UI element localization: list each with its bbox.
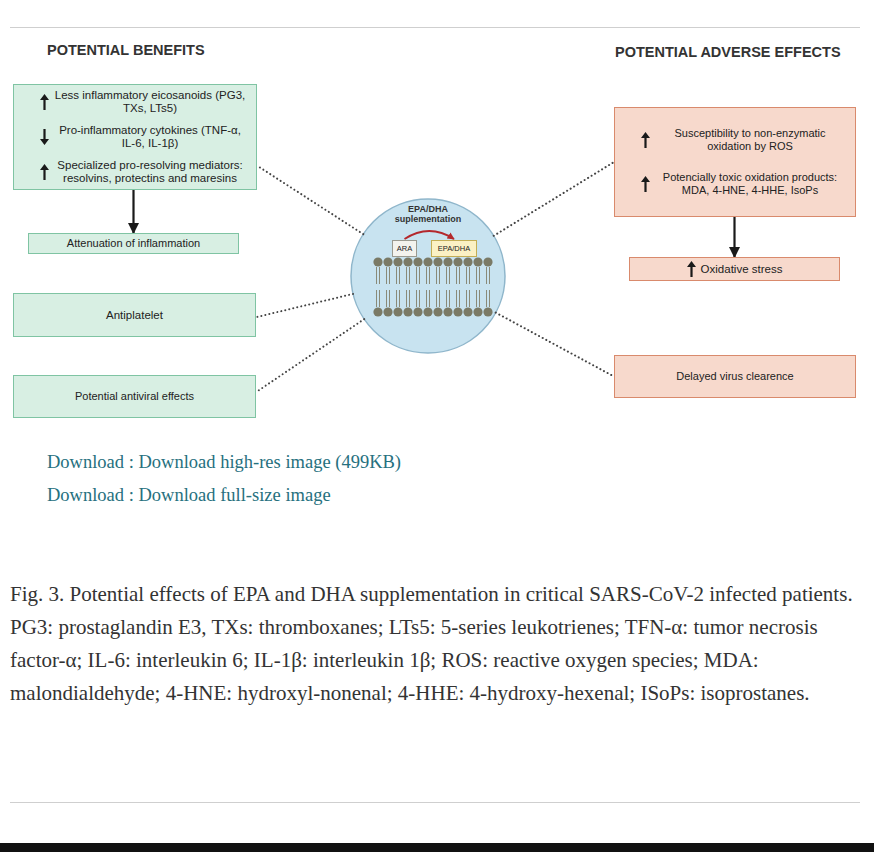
box-text: Susceptibility to non-enzymatic oxidatio… xyxy=(655,127,845,153)
increase-arrow xyxy=(641,176,650,192)
box-text: Oxidative stress xyxy=(701,263,783,276)
text-block: Antiplatelet xyxy=(106,309,163,322)
box-text: Less inflammatory eicosanoids (PG3, TXs,… xyxy=(54,89,246,115)
box-text: Potencially toxic oxidation products: MD… xyxy=(655,171,845,197)
box-text: Specialized pro-resolving mediators: res… xyxy=(54,159,246,185)
text-block: Susceptibility to non-enzymatic oxidatio… xyxy=(621,127,849,153)
flow-arrow xyxy=(733,217,735,257)
text-block: ARA xyxy=(397,244,412,253)
tag-text: EPA/DHA xyxy=(438,244,470,253)
dotted-link xyxy=(256,294,353,317)
box-text: Potential antiviral effects xyxy=(75,390,194,403)
dotted-link xyxy=(257,166,363,235)
fatty-acid-tag: ARA xyxy=(392,240,417,257)
supplementation-circle xyxy=(351,199,505,353)
increase-arrow xyxy=(40,94,49,110)
download-link: Download : Download full-size image xyxy=(47,485,647,506)
box-text: Pro-inflammatory cytokines (TNF-α, IL-6,… xyxy=(54,124,246,150)
text-block: Potential antiviral effects xyxy=(75,390,194,403)
arrow-shape xyxy=(641,132,650,148)
benefit-box: Less inflammatory eicosanoids (PG3, TXs,… xyxy=(13,84,257,190)
flow-arrow xyxy=(132,190,134,233)
benefit-box: Antiplatelet xyxy=(13,293,256,337)
arrow-shape xyxy=(40,164,49,180)
text-block: Less inflammatory eicosanoids (PG3, TXs,… xyxy=(20,89,250,115)
footer-band xyxy=(0,843,874,852)
dotted-link xyxy=(494,162,614,236)
circle-title: EPA/DHA suplementation xyxy=(378,204,478,224)
adverse-box: Delayed virus clearence xyxy=(614,355,856,398)
text-block: EPA/DHA xyxy=(438,244,470,253)
box-text: Attenuation of inflammation xyxy=(67,237,200,250)
box-text: Delayed virus clearence xyxy=(676,370,793,383)
box-text: Antiplatelet xyxy=(106,309,163,322)
top-rule xyxy=(10,27,860,28)
download-link: Download : Download high-res image (499K… xyxy=(47,452,647,473)
lipid-tails xyxy=(373,267,493,307)
section-heading: POTENTIAL ADVERSE EFFECTS xyxy=(615,44,870,60)
lipid-heads-bottom xyxy=(373,306,493,318)
decrease-arrow xyxy=(40,129,49,145)
outcome-box: Attenuation of inflammation xyxy=(28,233,239,254)
conversion-arrow xyxy=(405,231,455,239)
arrow-shape xyxy=(40,94,49,110)
increase-arrow xyxy=(687,261,696,277)
bottom-rule xyxy=(10,802,860,803)
benefit-box: Potential antiviral effects xyxy=(13,375,256,418)
figure-caption: Fig. 3. Potential effects of EPA and DHA… xyxy=(10,578,862,710)
outcome-box: Oxidative stress xyxy=(629,257,840,281)
increase-arrow xyxy=(641,132,650,148)
text-block: EPA/DHA suplementation xyxy=(378,204,478,224)
section-heading: POTENTIAL BENEFITS xyxy=(47,42,307,58)
arrow-shape xyxy=(641,176,650,192)
fatty-acid-tag: EPA/DHA xyxy=(431,240,477,257)
text-block: Specialized pro-resolving mediators: res… xyxy=(20,159,250,185)
dotted-link xyxy=(256,319,364,392)
text-block: Potencially toxic oxidation products: MD… xyxy=(621,171,849,197)
arrow-shape xyxy=(687,261,696,277)
text-block: Attenuation of inflammation xyxy=(67,237,200,250)
supplementation-circle-node: EPA/DHA suplementationARA EPA/DHA xyxy=(351,199,505,353)
text-block: Delayed virus clearence xyxy=(676,370,793,383)
lipid-heads-top xyxy=(373,256,493,268)
arrow-shape xyxy=(40,129,49,145)
text-block: Pro-inflammatory cytokines (TNF-α, IL-6,… xyxy=(20,124,250,150)
adverse-box: Susceptibility to non-enzymatic oxidatio… xyxy=(614,107,856,217)
increase-arrow xyxy=(40,164,49,180)
text-block: Oxidative stress xyxy=(687,261,783,277)
tag-text: ARA xyxy=(397,244,412,253)
dotted-link xyxy=(496,313,614,377)
